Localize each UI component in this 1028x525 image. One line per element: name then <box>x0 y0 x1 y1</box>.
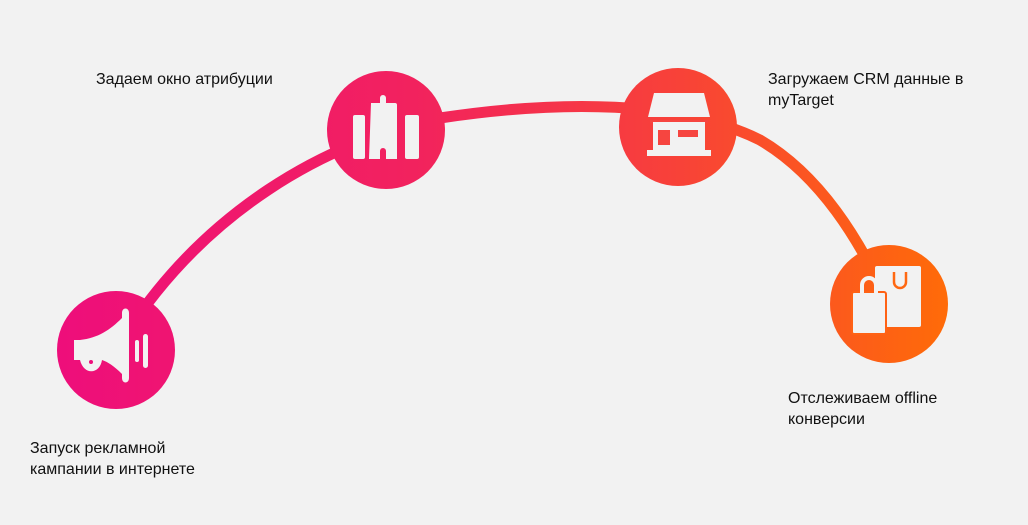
step-3-label: Загружаем CRM данные в myTarget <box>768 71 964 109</box>
step-3-circle <box>619 68 737 186</box>
step-2-circle <box>327 71 445 189</box>
store-icon <box>647 93 711 156</box>
luggage-icon <box>353 95 419 159</box>
timeline-arc <box>111 100 895 353</box>
step-4-circle <box>830 245 948 363</box>
step-1-label: Запуск рекламной кампании в интернете <box>30 440 195 478</box>
megaphone-icon <box>74 308 148 383</box>
shopping-bags-icon <box>851 266 921 335</box>
step-1-circle <box>57 291 175 409</box>
step-2-label: Задаем окно атрибуции <box>96 71 273 88</box>
step-4-label: Отслеживаем offline конверсии <box>788 390 938 428</box>
